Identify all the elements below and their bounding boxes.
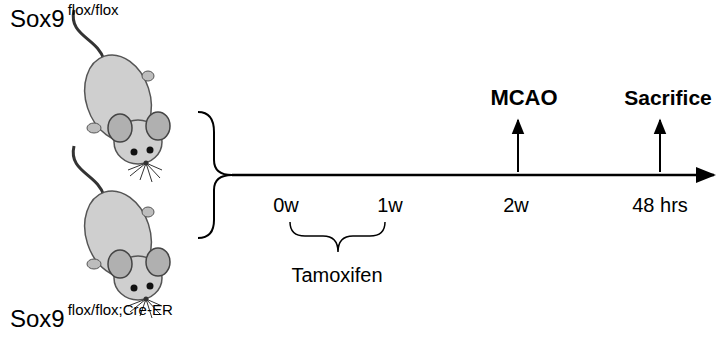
- time-point: 1w: [377, 194, 403, 216]
- event-label: Sacrifice: [624, 86, 712, 109]
- timeline-axis: [232, 174, 714, 177]
- superscript-label: flox/flox: [68, 2, 119, 19]
- time-point: 48 hrs: [632, 194, 688, 216]
- period-brace: [290, 222, 385, 252]
- mouse-figure: [73, 146, 170, 318]
- mouse-figure: [73, 10, 170, 182]
- gene-label: Sox9: [10, 6, 65, 32]
- event-arrow: [517, 120, 519, 172]
- time-point: 2w: [503, 194, 529, 216]
- gene-label: Sox9: [10, 306, 65, 332]
- event-arrow: [659, 120, 661, 172]
- event-label: MCAO: [490, 86, 557, 110]
- group-bracket: [198, 112, 232, 238]
- time-point: 0w: [273, 194, 299, 216]
- superscript-label: flox/flox;Cre-ER: [68, 302, 173, 319]
- treatment-label: Tamoxifen: [291, 264, 382, 286]
